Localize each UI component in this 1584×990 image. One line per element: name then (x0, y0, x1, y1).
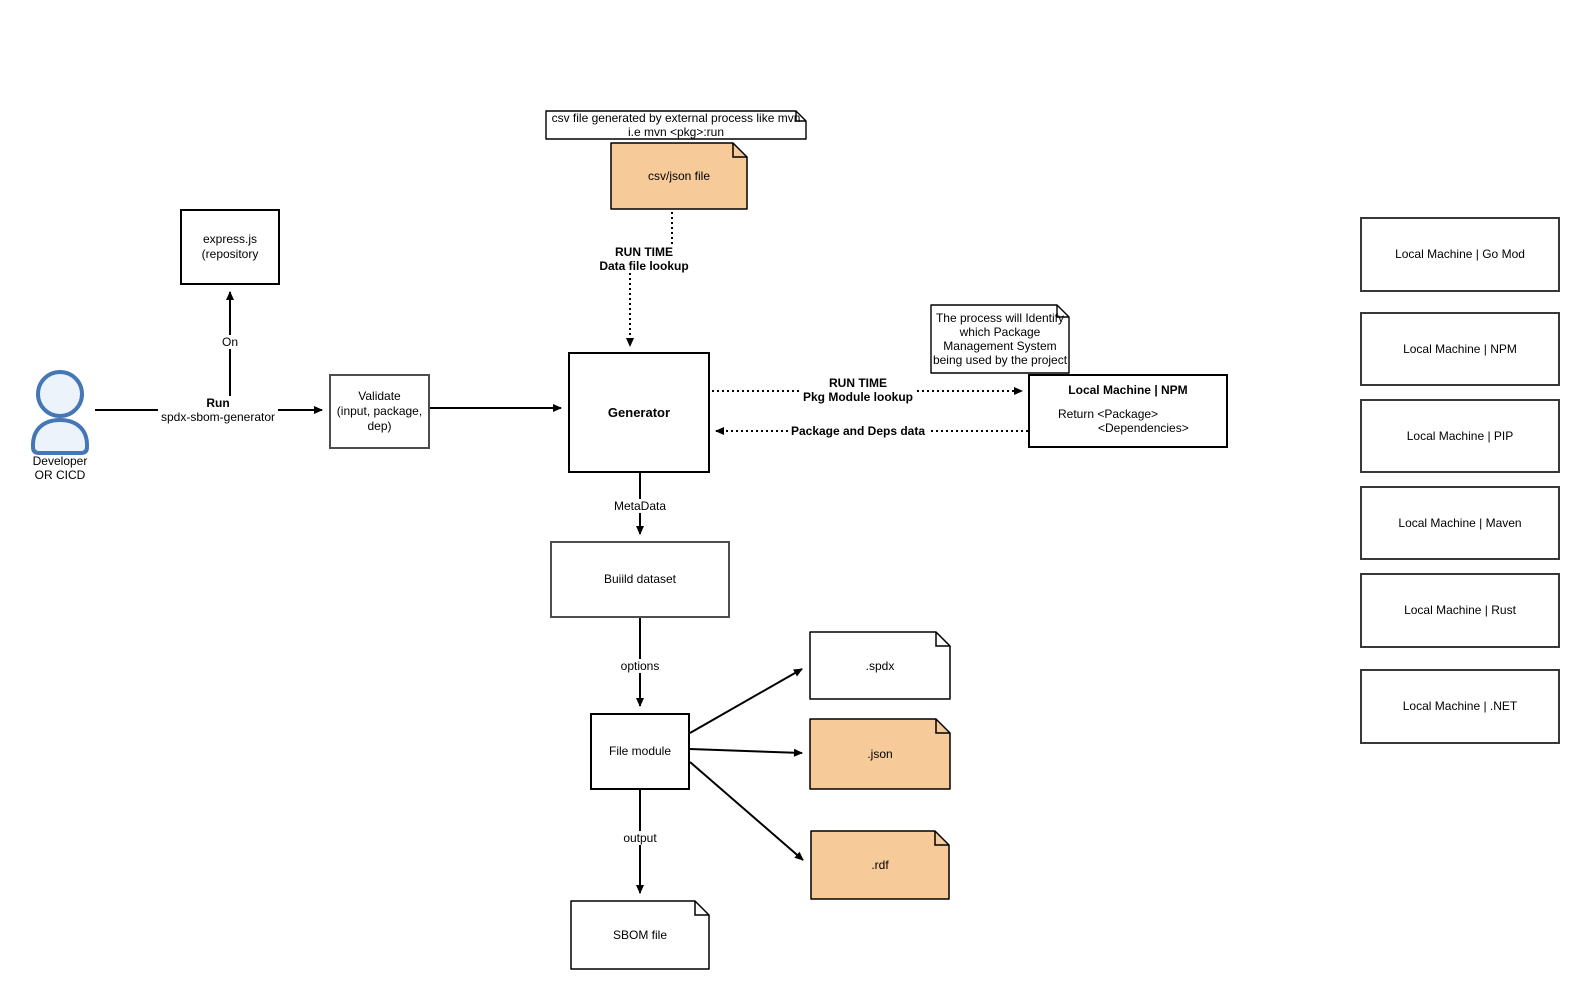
node-build-dataset: Buiild dataset (550, 541, 730, 618)
edge-filemodule-spdx (689, 668, 803, 734)
doc-spdx: .spdx (809, 631, 951, 700)
node-validate: Validate (input, package, dep) (329, 374, 430, 449)
edge-filemodule-rdf (689, 761, 804, 861)
doc-csv-json-file: csv/json file (610, 142, 748, 210)
node-local-machine-npm: Local Machine | NPM (1360, 312, 1560, 386)
edge-label-runtime-data-lookup: RUN TIME Data file lookup (596, 245, 692, 273)
edge-label-output: output (620, 831, 660, 845)
note-csv-process: csv file generated by external process l… (545, 110, 807, 140)
node-file-module: File module (590, 713, 690, 790)
node-local-machine-gomod: Local Machine | Go Mod (1360, 217, 1560, 292)
doc-shape (810, 830, 950, 900)
doc-rdf: .rdf (810, 830, 950, 900)
note-shape (930, 304, 1070, 374)
edge-filemodule-json (689, 748, 803, 757)
edge-label-metadata: MetaData (610, 499, 670, 513)
edge-label-on: On (218, 335, 242, 349)
node-local-machine-maven: Local Machine | Maven (1360, 486, 1560, 560)
edge-label-package-deps: Package and Deps data (787, 424, 929, 438)
note-process-identify: The process will Identify which Package … (930, 304, 1070, 374)
doc-shape (570, 900, 710, 970)
doc-sbom-file: SBOM file (570, 900, 710, 970)
node-local-machine-dotnet: Local Machine | .NET (1360, 669, 1560, 744)
note-shape (545, 110, 807, 140)
edge-label-run: Run spdx-sbom-generator (157, 396, 279, 424)
developer-actor-icon (31, 370, 89, 455)
node-local-machine-rust: Local Machine | Rust (1360, 573, 1560, 648)
node-local-machine-npm-detail: Local Machine | NPM Return <Package> <De… (1028, 374, 1228, 448)
developer-actor-label: Developer OR CICD (32, 454, 88, 482)
doc-shape (809, 718, 951, 790)
edge-label-options: options (617, 659, 663, 673)
edge-label-runtime-pkg-lookup: RUN TIME Pkg Module lookup (800, 376, 916, 404)
doc-shape (809, 631, 951, 700)
node-local-machine-pip: Local Machine | PIP (1360, 399, 1560, 473)
node-generator: Generator (568, 352, 710, 473)
doc-json: .json (809, 718, 951, 790)
doc-shape (610, 142, 748, 210)
node-expressjs: express.js (repository (180, 209, 280, 285)
